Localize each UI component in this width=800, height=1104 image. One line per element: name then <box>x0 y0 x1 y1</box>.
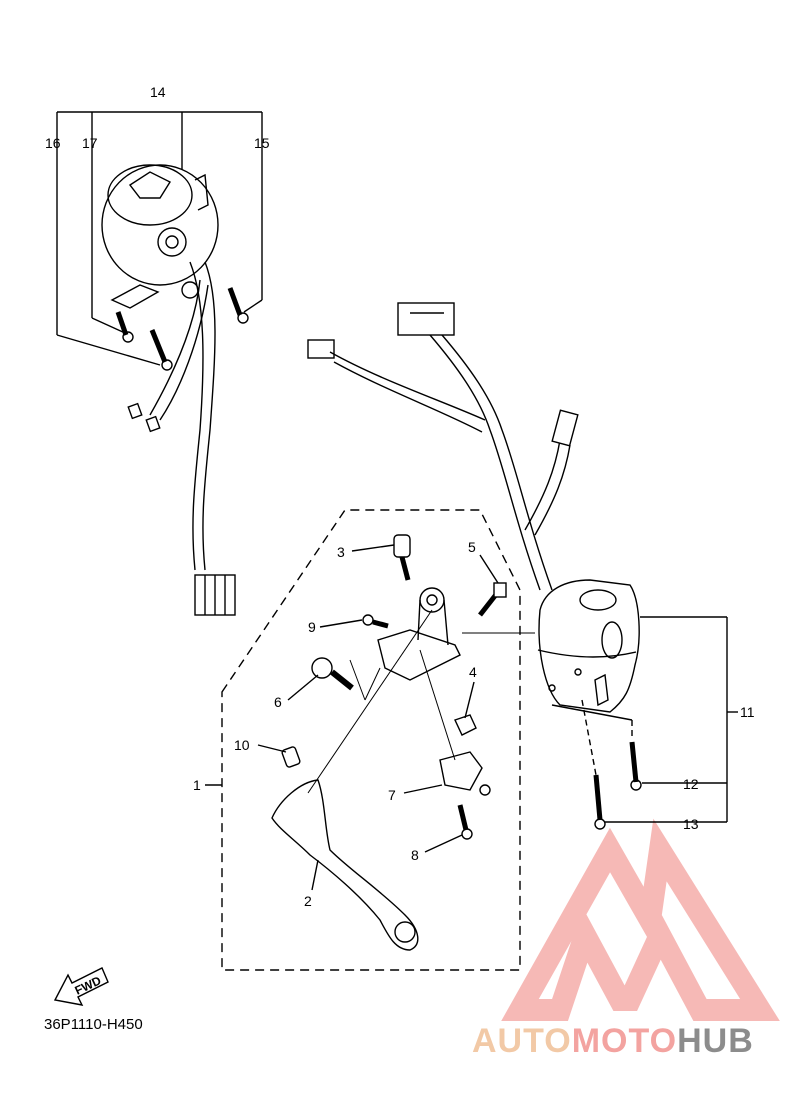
callout-14: 14 <box>150 84 166 100</box>
watermark-part-hub: HUB <box>677 1022 754 1060</box>
callout-6: 6 <box>274 694 282 710</box>
fwd-arrow-icon: FWD <box>53 967 109 1006</box>
callout-1: 1 <box>193 777 201 793</box>
watermark-logo-icon <box>501 818 780 1021</box>
callout-7: 7 <box>388 787 396 803</box>
callout-5: 5 <box>468 539 476 555</box>
callout-4: 4 <box>469 664 477 680</box>
callout-16: 16 <box>45 135 61 151</box>
watermark-part-auto: AUTO <box>472 1022 572 1060</box>
wiring-harness <box>307 302 579 591</box>
lever-assembly <box>205 509 535 971</box>
callout-12: 12 <box>683 776 699 792</box>
fwd-label: FWD <box>73 973 104 997</box>
callout-9: 9 <box>308 619 316 635</box>
watermark-wordmark: AUTOMOTOHUB <box>472 1022 754 1061</box>
callout-11: 11 <box>740 704 755 720</box>
callout-17: 17 <box>82 135 98 151</box>
callout-2: 2 <box>304 893 312 909</box>
right-switch-assembly <box>56 111 263 616</box>
callout-10: 10 <box>234 737 250 753</box>
callout-15: 15 <box>254 135 270 151</box>
callout-labels: 1 2 3 4 5 6 7 8 9 10 11 12 13 14 15 16 1… <box>45 84 755 909</box>
watermark-part-moto: MOTO <box>571 1022 678 1060</box>
callout-13: 13 <box>683 816 699 832</box>
diagram-code: 36P1110-H450 <box>44 1016 143 1033</box>
callout-3: 3 <box>337 544 345 560</box>
callout-8: 8 <box>411 847 419 863</box>
left-switch-housing <box>537 579 738 830</box>
